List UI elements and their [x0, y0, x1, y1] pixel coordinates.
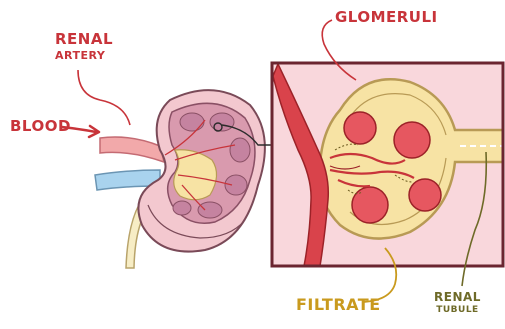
renal-tubule-label-line1: Renal	[434, 291, 481, 303]
renal-artery-vessel	[100, 137, 164, 162]
blood-label: Blood	[10, 119, 71, 134]
renal-artery-label-line1: Renal	[55, 32, 113, 47]
renal-artery-label: Renal Artery	[55, 32, 113, 61]
glomeruli-label: Glomeruli	[335, 10, 438, 25]
filtrate-label: Filtrate	[296, 297, 381, 313]
renal-artery-label-line2: Artery	[55, 50, 113, 61]
nephron-inset	[272, 63, 505, 266]
renal-artery-leader	[78, 70, 130, 125]
renal-tubule-label: Renal Tubule	[434, 291, 481, 315]
renal-tubule-label-line2: Tubule	[434, 306, 481, 315]
